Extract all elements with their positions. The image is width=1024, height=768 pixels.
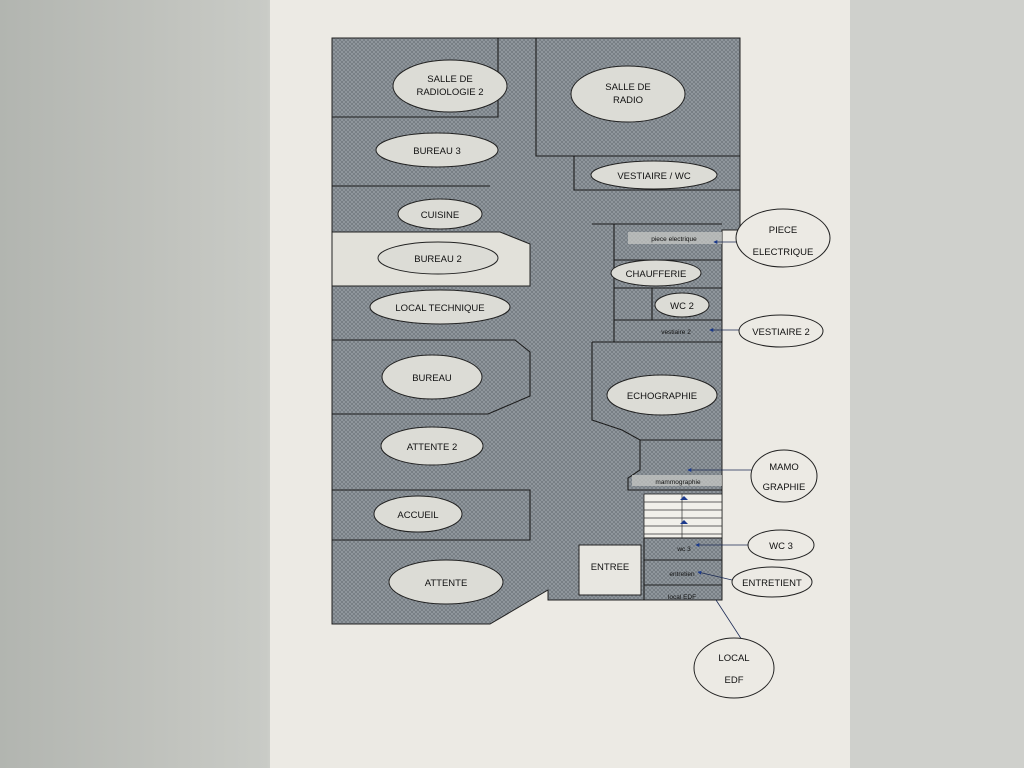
- room-ellipse: [570, 65, 686, 123]
- room-label: ECHOGRAPHIE: [627, 391, 697, 402]
- interior-walls: [332, 38, 740, 600]
- mammographie-strip: [632, 475, 722, 486]
- callout-label-line-2: ELECTRIQUE: [753, 247, 814, 258]
- room-label: ATTENTE: [425, 578, 468, 589]
- room-label: VESTIAIRE / WC: [617, 171, 691, 182]
- room-ellipse: [380, 426, 484, 466]
- room-ellipse: [373, 495, 463, 533]
- room-label: BUREAU 2: [414, 254, 462, 265]
- room-ellipse: [590, 160, 718, 190]
- room-ellipse: [381, 354, 483, 400]
- callout-label: VESTIAIRE 2: [752, 327, 810, 338]
- room-chaufferie: CHAUFFERIE: [610, 259, 702, 287]
- room-ellipse: [388, 559, 504, 605]
- callout-vestiaire-2: VESTIAIRE 2: [738, 314, 824, 348]
- callout-piece-electrique: PIECE ELECTRIQUE: [735, 208, 831, 268]
- room-label: WC 2: [670, 301, 694, 312]
- room-label: ATTENTE 2: [407, 442, 458, 453]
- room-ellipse: [654, 292, 710, 318]
- room-ellipse: [377, 241, 499, 275]
- room-attente-2: ATTENTE 2: [380, 426, 484, 466]
- callout-ellipse: [738, 314, 824, 348]
- room-wc-2: WC 2: [654, 292, 710, 318]
- stair-steps: [644, 494, 722, 538]
- room-bureau: BUREAU: [381, 354, 483, 400]
- callout-ellipse: [750, 449, 818, 503]
- callout-label: WC 3: [769, 541, 793, 552]
- room-local-technique: LOCAL TECHNIQUE: [369, 289, 511, 325]
- room-salle-radiologie-2: SALLE DE RADIOLOGIE 2: [392, 59, 508, 113]
- callout-label-line-2: EDF: [725, 675, 744, 686]
- room-ellipse: [392, 59, 508, 113]
- callout-label-line-1: MAMO: [769, 462, 799, 473]
- room-label-entree: ENTREE: [591, 562, 630, 573]
- room-salle-radio: SALLE DE RADIO: [570, 65, 686, 123]
- room-ellipse: [606, 374, 718, 416]
- room-bureau-2: BUREAU 2: [377, 241, 499, 275]
- small-label-mammographie: mammographie: [655, 479, 701, 486]
- room-label-line-1: SALLE DE: [605, 82, 650, 93]
- small-label-piece-electrique: piece electrique: [651, 236, 697, 243]
- stair-arrows: [680, 496, 688, 524]
- room-label: LOCAL TECHNIQUE: [395, 303, 484, 314]
- room-echographie: ECHOGRAPHIE: [606, 374, 718, 416]
- small-label-local-edf: local EDF: [668, 594, 696, 601]
- callout-lines: [687, 240, 752, 641]
- entree-room: [578, 544, 642, 596]
- callout-label: ENTRETIENT: [742, 578, 802, 589]
- escalier: [643, 493, 723, 539]
- room-label-line-2: RADIOLOGIE 2: [416, 87, 483, 98]
- room-ellipse: [369, 289, 511, 325]
- callout-mamographie: MAMO GRAPHIE: [750, 449, 818, 503]
- callout-entretient: ENTRETIENT: [731, 566, 813, 598]
- callout-local-edf: LOCAL EDF: [693, 637, 775, 699]
- room-ellipse: [610, 259, 702, 287]
- room-label: ACCUEIL: [397, 510, 438, 521]
- callout-ellipse: [693, 637, 775, 699]
- room-attente: ATTENTE: [388, 559, 504, 605]
- paper-shadow: [850, 0, 1024, 768]
- small-label-vestiaire-2: vestiaire 2: [661, 329, 691, 336]
- room-label-line-2: RADIO: [613, 95, 643, 106]
- small-label-wc-3: wc 3: [676, 546, 691, 553]
- small-label-entretien: entretien: [669, 571, 695, 578]
- callout-label-line-1: LOCAL: [718, 653, 749, 664]
- room-vestiaire-wc: VESTIAIRE / WC: [590, 160, 718, 190]
- room-label: BUREAU 3: [413, 146, 461, 157]
- room-cuisine: CUISINE: [397, 198, 483, 230]
- room-accueil: ACCUEIL: [373, 495, 463, 533]
- room-label: CHAUFFERIE: [626, 269, 687, 280]
- callout-label-line-2: GRAPHIE: [763, 482, 806, 493]
- room-ellipse: [375, 132, 499, 168]
- room-label: BUREAU: [412, 373, 452, 384]
- callout-ellipse: [747, 529, 815, 561]
- callout-ellipse: [735, 208, 831, 268]
- room-ellipse: [397, 198, 483, 230]
- room-label-line-1: SALLE DE: [427, 74, 472, 85]
- callout-ellipse: [731, 566, 813, 598]
- piece-electrique-strip: [628, 232, 722, 244]
- callout-wc-3: WC 3: [747, 529, 815, 561]
- callout-label-line-1: PIECE: [769, 225, 798, 236]
- room-bureau-3: BUREAU 3: [375, 132, 499, 168]
- room-label: CUISINE: [421, 210, 460, 221]
